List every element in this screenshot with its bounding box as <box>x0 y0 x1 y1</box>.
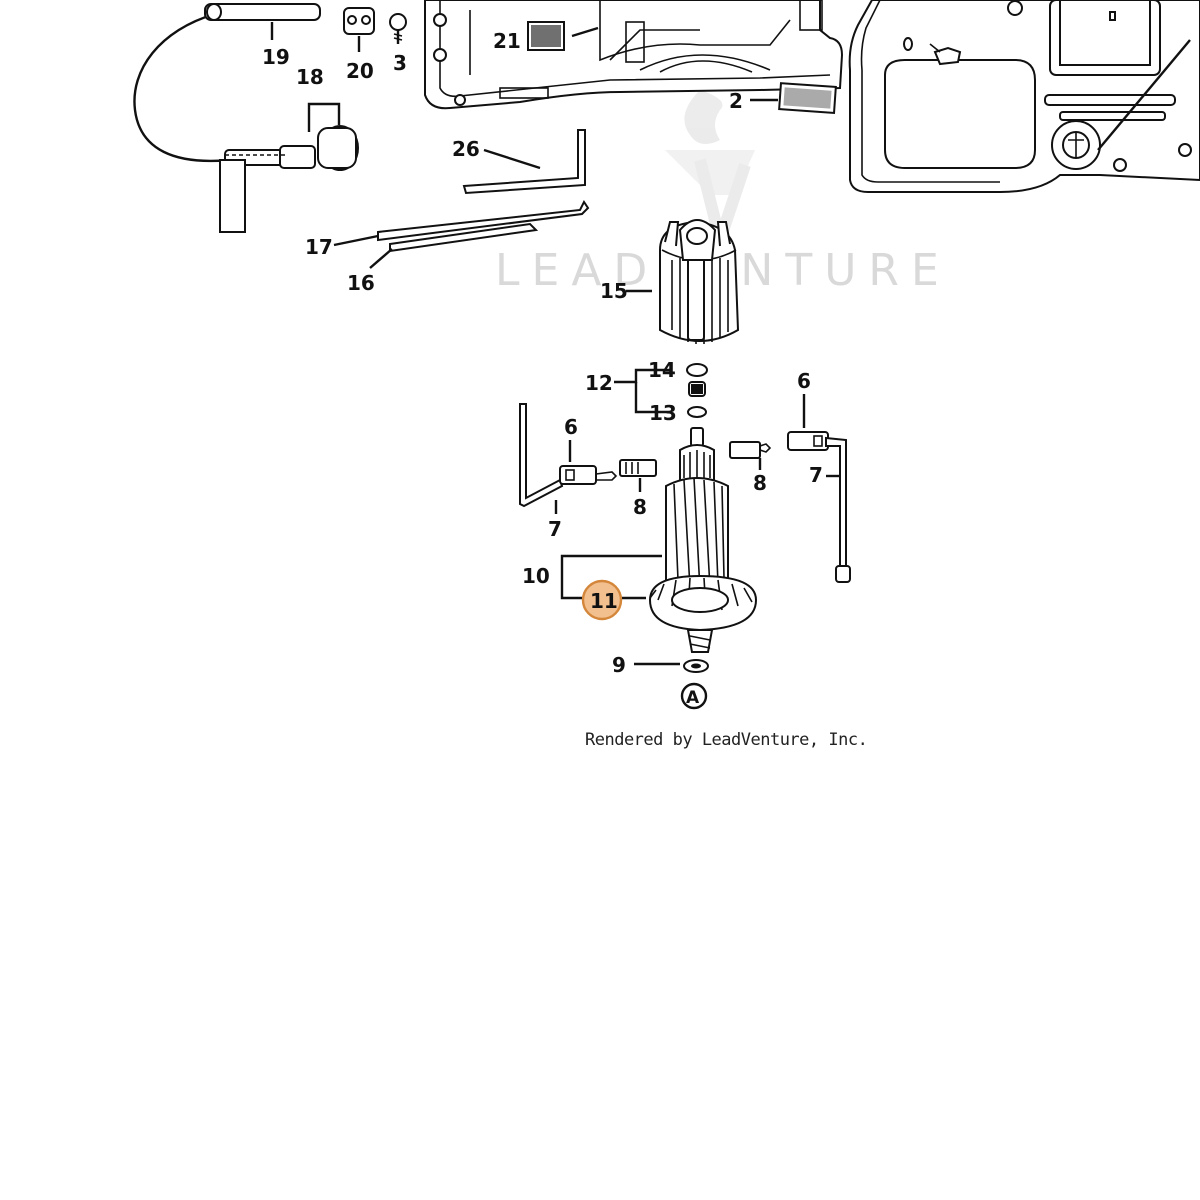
callout-20: 20 <box>346 59 374 83</box>
washer-9 <box>634 659 709 673</box>
power-cord <box>133 3 321 163</box>
wire-17 <box>333 200 590 247</box>
callout-8-right: 8 <box>753 471 767 495</box>
callout-19: 19 <box>262 45 290 69</box>
callout-6-left: 6 <box>564 415 578 439</box>
housing-right <box>848 0 1200 193</box>
wire-16 <box>369 222 539 269</box>
highlight-marker-11[interactable] <box>581 579 623 621</box>
foam-pad <box>750 82 837 114</box>
screw-3 <box>389 13 407 44</box>
callout-8-left: 8 <box>633 495 647 519</box>
reference-circle-a <box>680 682 708 710</box>
render-credit: Rendered by LeadVenture, Inc. <box>585 730 868 750</box>
callout-9: 9 <box>612 653 626 677</box>
callout-7-left: 7 <box>548 517 562 541</box>
callout-15: 15 <box>600 279 628 303</box>
armature <box>560 427 758 653</box>
callout-16: 16 <box>347 271 375 295</box>
callout-7-right: 7 <box>809 463 823 487</box>
callout-10: 10 <box>522 564 550 588</box>
callout-3: 3 <box>393 51 407 75</box>
switch-assembly <box>219 102 359 233</box>
screw-housing <box>903 37 962 66</box>
callout-12: 12 <box>585 371 613 395</box>
bearing-group <box>614 363 708 418</box>
callout-17: 17 <box>305 235 333 259</box>
callout-26: 26 <box>452 137 480 161</box>
cord-clamp <box>343 7 375 52</box>
callout-18: 18 <box>296 65 324 89</box>
callout-a: A <box>686 688 700 708</box>
hex-key <box>462 129 586 195</box>
callout-2: 2 <box>729 89 743 113</box>
housing-left <box>424 0 844 110</box>
brush-left <box>519 403 657 514</box>
field-stator <box>626 219 740 344</box>
callout-21: 21 <box>493 29 521 53</box>
callout-13: 13 <box>649 401 677 425</box>
callout-11[interactable]: 11 <box>590 589 618 613</box>
brush-right <box>729 394 851 583</box>
callout-14: 14 <box>648 358 676 382</box>
callout-6-right: 6 <box>797 369 811 393</box>
